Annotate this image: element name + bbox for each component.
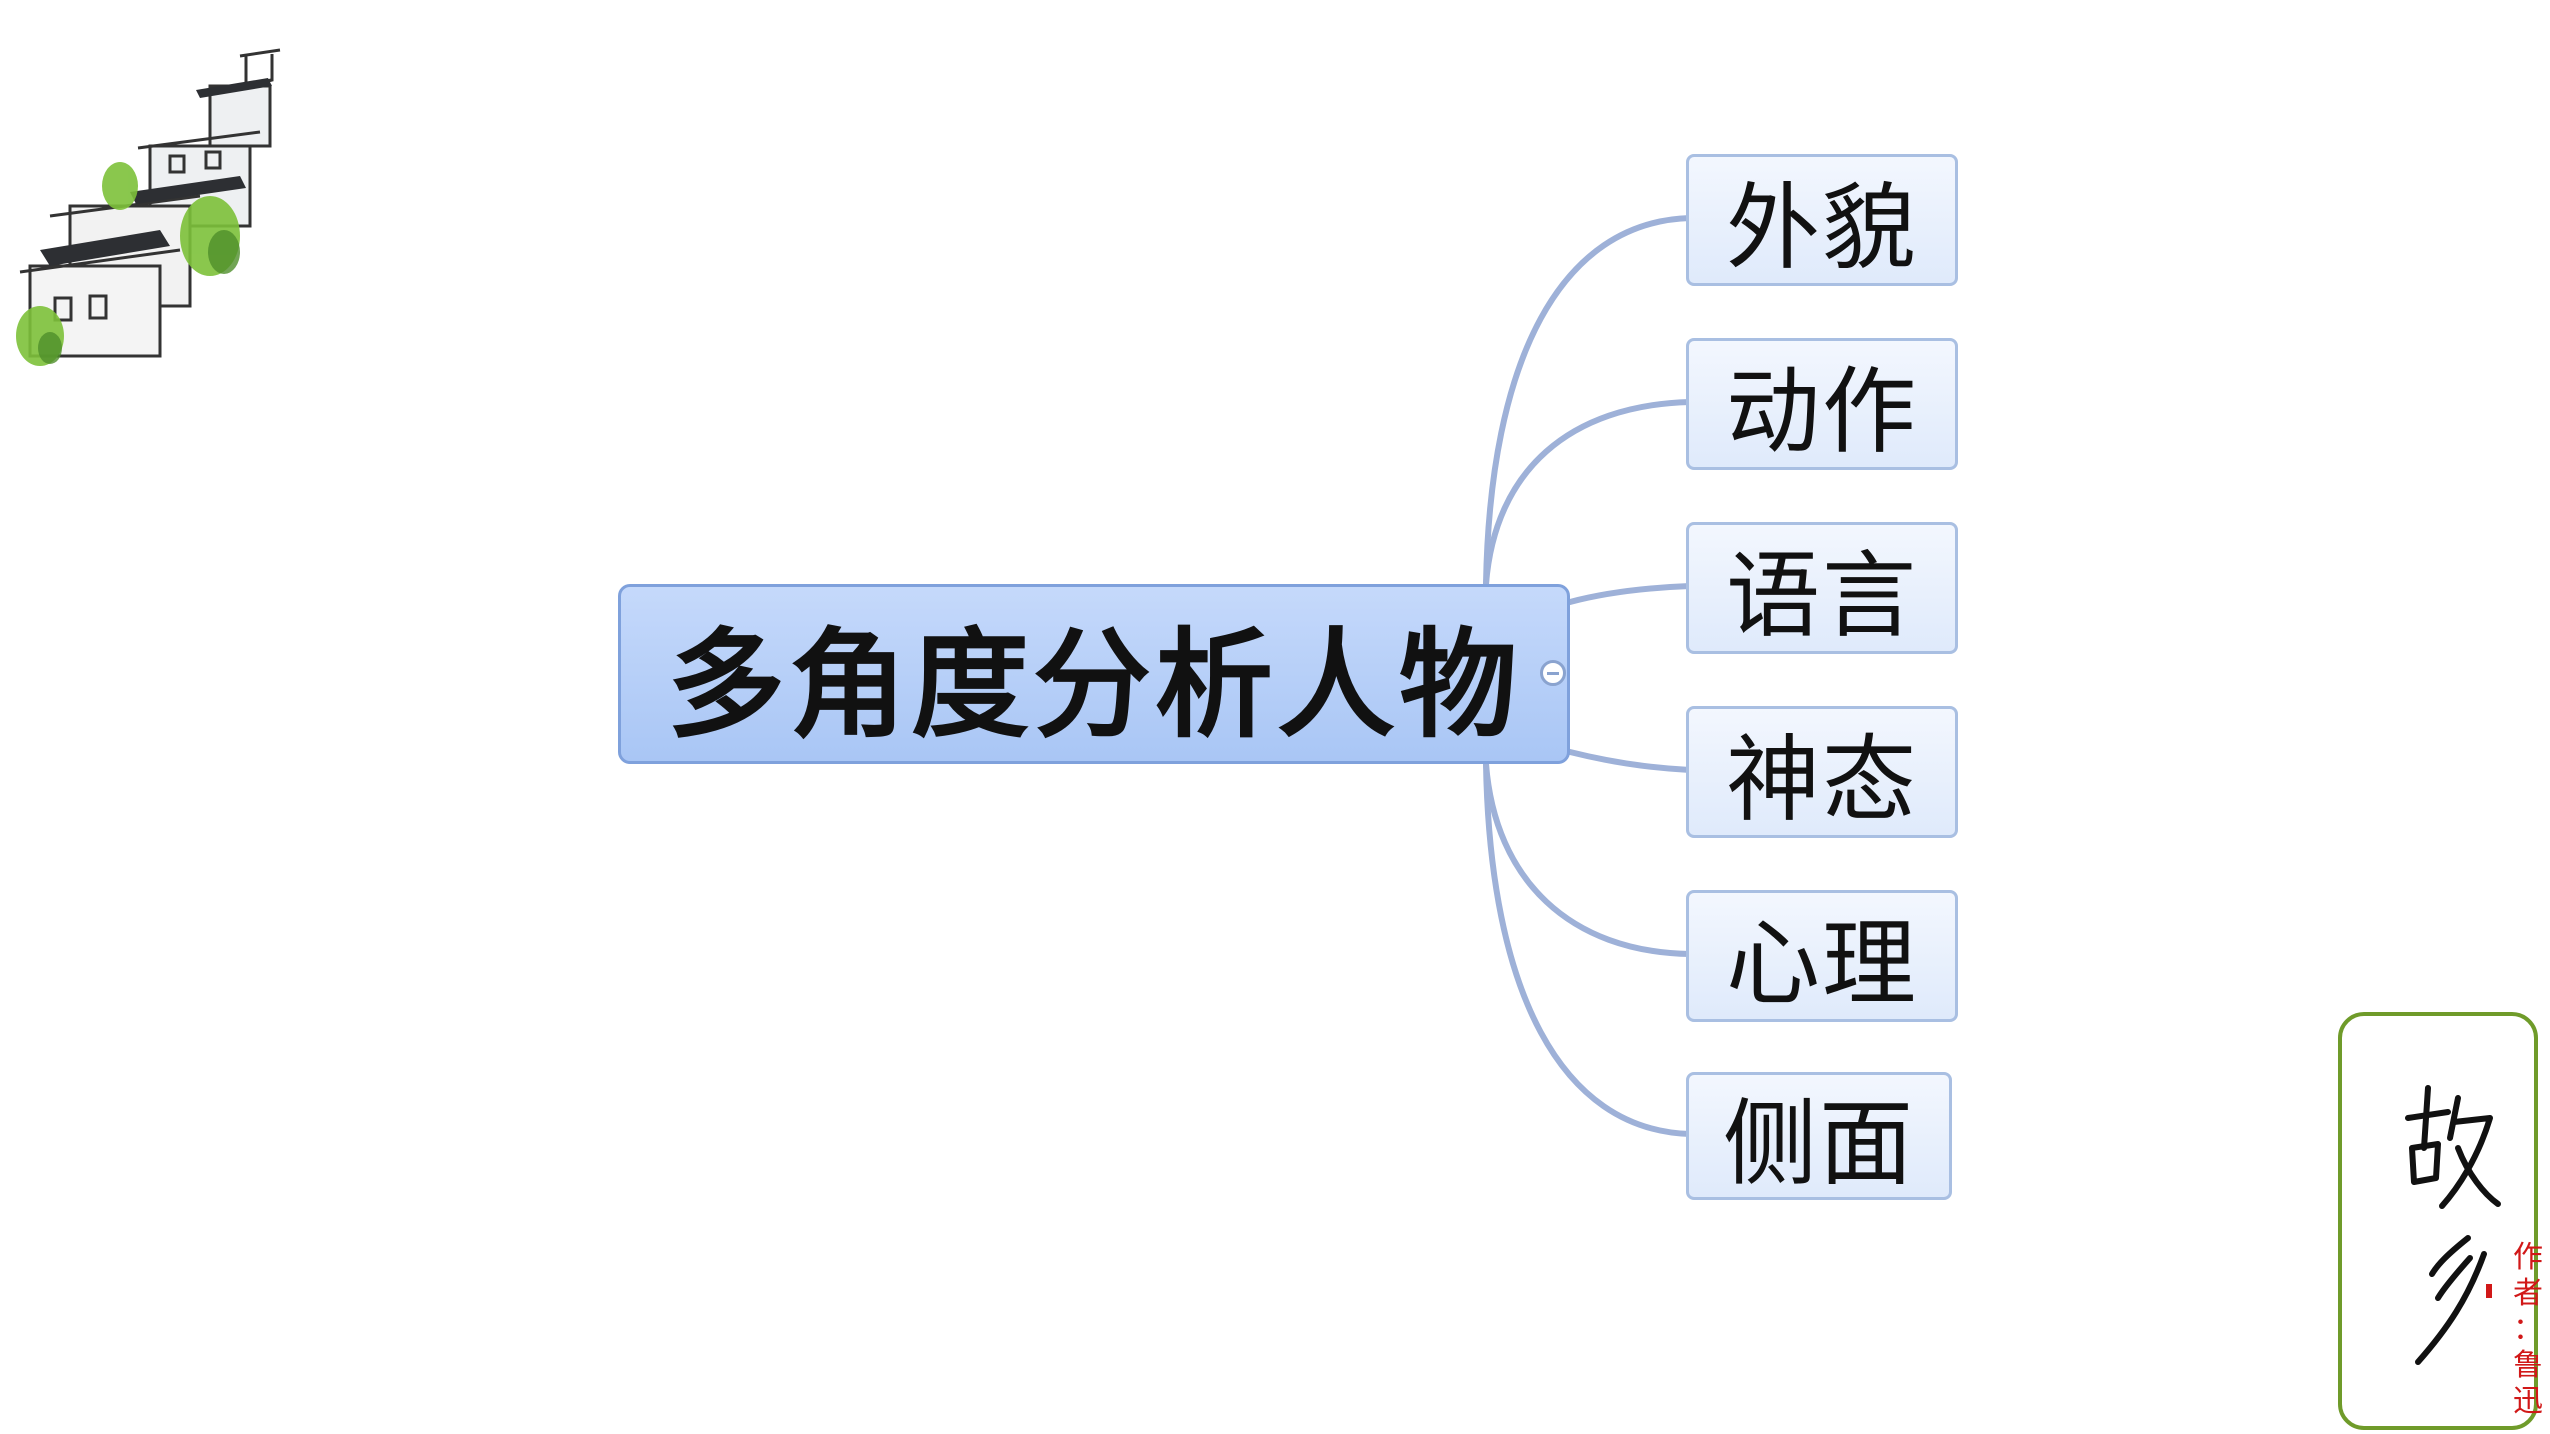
village-illustration-icon [16,48,281,366]
subtopic-label: 外貌 [1725,174,1918,283]
subtopic-label: 语言 [1725,542,1918,651]
subtopic-expression[interactable]: 神态 [1686,706,1958,838]
connector-side [1483,761,1693,1137]
subtopic-label: 心理 [1725,910,1918,1019]
calligraphy-gu-xiang-icon [2405,1085,2501,1365]
connector-psychology [1483,761,1693,957]
central-topic[interactable]: 多角度分析人物 [618,584,1570,764]
subtopic-action[interactable]: 动作 [1686,338,1958,470]
subtopic-side[interactable]: 侧面 [1686,1072,1952,1200]
subtopic-label: 侧面 [1722,1090,1915,1199]
connector-appearance [1483,215,1693,587]
subtopic-label: 神态 [1725,726,1918,835]
subtopic-appearance[interactable]: 外貌 [1686,154,1958,286]
connector-speech [1567,583,1693,605]
subtopic-speech[interactable]: 语言 [1686,522,1958,654]
seal-card: 故乡 [2338,1012,2538,1430]
subtopic-psychology[interactable]: 心理 [1686,890,1958,1022]
central-topic-label: 多角度分析人物 [666,614,1521,754]
connector-expression [1567,749,1693,773]
author-note: 作 者 ： 鲁 迅 [2513,1240,2543,1419]
subtopic-label: 动作 [1725,358,1918,467]
collapse-toggle-icon[interactable] [1540,660,1566,686]
connector-action [1483,399,1693,587]
